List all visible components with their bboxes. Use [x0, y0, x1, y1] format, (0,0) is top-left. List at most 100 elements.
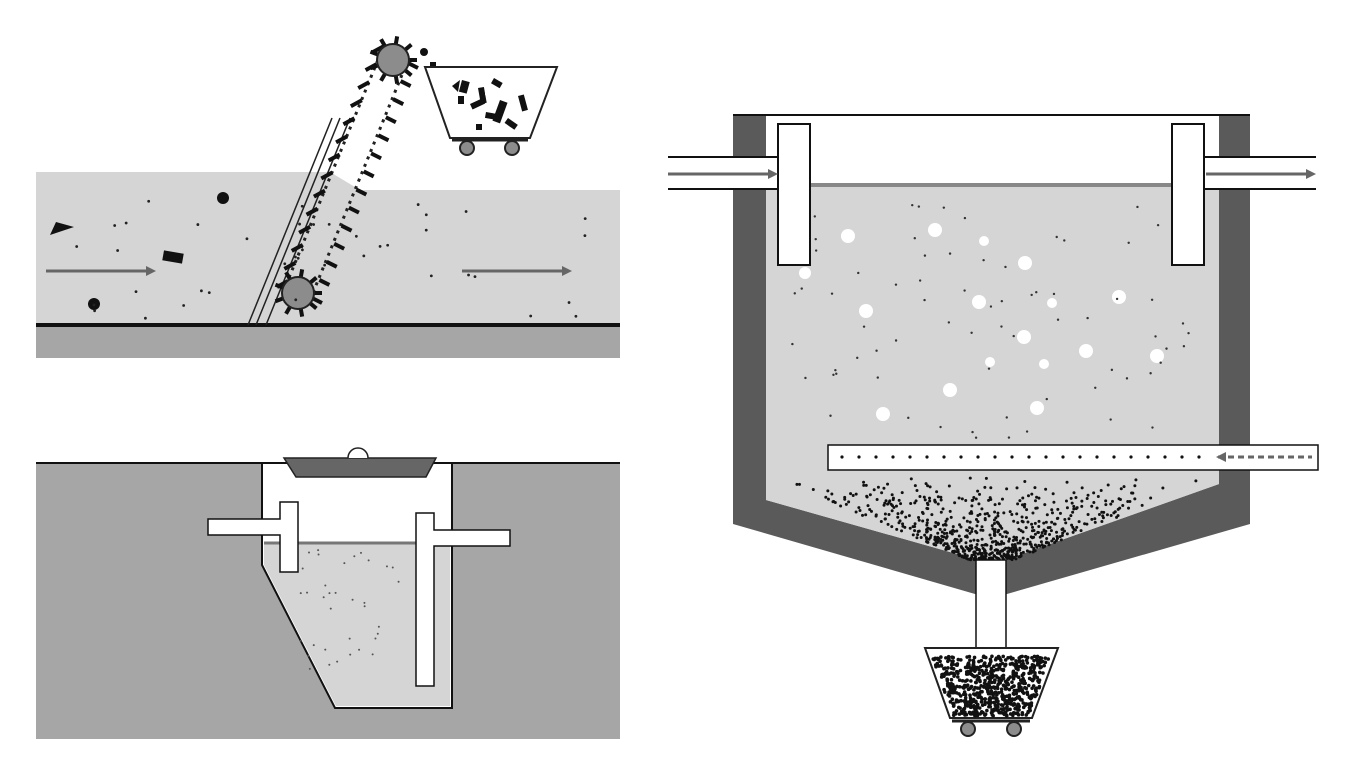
sludge-particle [965, 519, 969, 523]
sludge-particle [988, 692, 993, 696]
particle-icon [911, 203, 914, 207]
sludge-particle [978, 679, 982, 684]
particle-icon [1000, 299, 1004, 303]
sludge-particle [996, 514, 1000, 518]
sludge-particle [994, 539, 998, 543]
sludge-particle [999, 707, 1004, 711]
sludge-particle [1018, 541, 1022, 545]
bubble-icon [859, 304, 873, 318]
tank-particles [791, 203, 1190, 439]
particle-icon [343, 562, 346, 565]
diffuser-hole [1163, 455, 1167, 459]
sludge-particle [1031, 511, 1035, 515]
conveyor-rail-2 [255, 117, 341, 326]
particle-icon [294, 298, 298, 302]
diffuser-hole [1197, 455, 1201, 459]
sludge-particle [1035, 675, 1040, 680]
floating-debris-ball [217, 192, 229, 204]
sludge-particle [1109, 502, 1113, 506]
sludge-particle [997, 663, 1002, 668]
sludge-particle [862, 483, 866, 487]
sludge-particle [956, 705, 961, 710]
sludge-particle [985, 543, 989, 547]
sludge-particle [936, 535, 940, 539]
particle-icon [963, 289, 966, 292]
sludge-particle [1016, 521, 1020, 525]
sludge-particle [1063, 529, 1067, 533]
sludge-particle [1014, 674, 1019, 678]
sludge-particle [1016, 702, 1020, 707]
sludge-particle [1000, 535, 1004, 539]
sludge-particle [1022, 503, 1026, 507]
particle-icon [939, 425, 942, 429]
sludge-particle [1118, 506, 1122, 510]
sludge-particle [857, 506, 861, 510]
grit-inlet-pipe [207, 501, 299, 573]
sludge-particle [974, 497, 978, 501]
sludge-particle [909, 502, 913, 506]
sludge-particle [1021, 671, 1026, 676]
sludge-particle [1008, 555, 1012, 559]
sludge-particle [933, 535, 937, 539]
sludge-particle [969, 558, 973, 562]
sludge-particle [978, 712, 982, 716]
particle-icon [1125, 377, 1129, 380]
particle-icon [134, 290, 138, 294]
sludge-outlet-pipe [975, 559, 1007, 657]
sludge-particle [934, 543, 938, 547]
sludge-particle [1019, 554, 1023, 558]
particle-icon [829, 414, 832, 417]
outflow-arrow-icon [462, 266, 572, 276]
sludge-particle [961, 547, 965, 551]
sludge-particle [1036, 531, 1040, 535]
sludge-particle [1126, 500, 1130, 504]
particle-icon [386, 243, 390, 247]
conveyor-chain-back [308, 64, 408, 301]
sludge-particle [1024, 542, 1028, 546]
sludge-particle [1037, 524, 1041, 528]
sludge-particle [843, 495, 847, 499]
sludge-particle [865, 494, 869, 498]
sludge-particle [900, 529, 904, 533]
sludge-particle [1093, 520, 1097, 524]
sludge-particle [1021, 536, 1025, 540]
sludge-particle [946, 544, 950, 548]
particle-icon [1165, 347, 1168, 350]
sludge-particle [1000, 540, 1004, 544]
sludge-particle [970, 546, 974, 550]
sludge-particle [989, 669, 993, 674]
sludge-particle [1077, 520, 1081, 524]
sludge-particle [1075, 525, 1079, 529]
sludge-particle [957, 534, 961, 538]
sludge-particle [970, 698, 974, 703]
sludge-particle [961, 707, 966, 712]
sludge-particle [952, 672, 957, 677]
sludge-particle [1065, 506, 1069, 510]
diffuser-hole [976, 455, 980, 459]
sludge-particle [1006, 551, 1010, 555]
sludge-particle [1111, 499, 1115, 503]
sludge-particle [1086, 493, 1090, 497]
sludge-particle [1021, 661, 1025, 666]
sludge-particle [1048, 532, 1052, 536]
sludge-particle [989, 696, 993, 700]
sludge-particle [1096, 495, 1100, 499]
sludge-particle [960, 678, 965, 683]
sludge-particle [1001, 556, 1005, 560]
sludge-particle [1100, 519, 1104, 523]
particle-icon [971, 430, 974, 434]
sludge-particle [1046, 526, 1050, 530]
sludge-particle [920, 510, 924, 514]
sludge-particle [1008, 707, 1012, 712]
sludge-particle [1033, 694, 1037, 699]
sludge-particle [890, 525, 894, 529]
sludge-particle [826, 489, 830, 493]
sludge-particle [1017, 685, 1021, 689]
cart-debris [492, 100, 508, 124]
bubble-icon [1039, 359, 1049, 369]
sludge-particle [849, 492, 853, 496]
particle-icon [353, 555, 356, 558]
sludge-particle [989, 547, 993, 551]
particle-icon [351, 598, 354, 601]
particle-icon [92, 303, 96, 307]
